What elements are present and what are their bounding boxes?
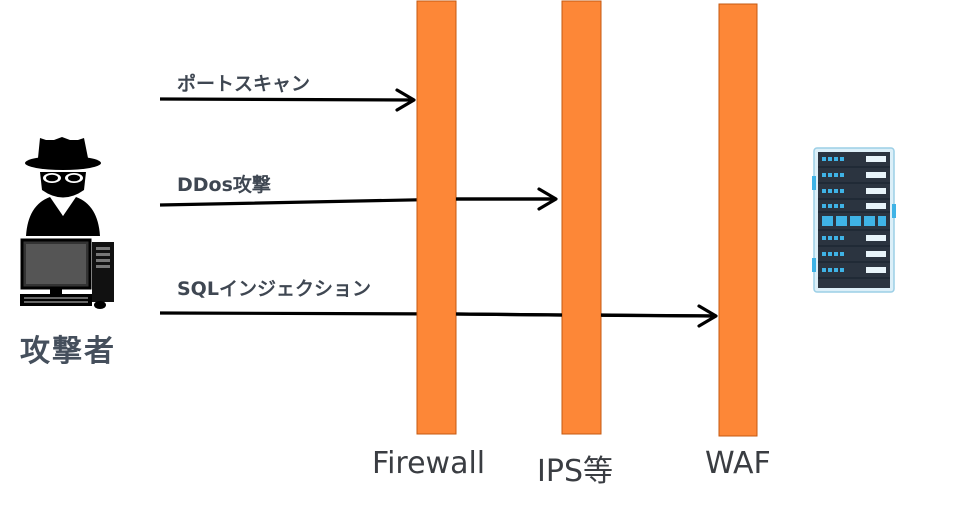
ips-label: IPS等 <box>537 454 613 489</box>
waf-wall <box>718 3 758 437</box>
attack-arrow-port-scan <box>159 97 415 102</box>
attack-label-sql-injection: SQLインジェクション <box>177 278 371 300</box>
attack-arrow-port-scan-head <box>395 88 416 112</box>
attacker-label: 攻撃者 <box>20 334 116 369</box>
attack-label-port-scan: ポートスキャン <box>177 73 311 95</box>
waf-label: WAF <box>705 446 771 481</box>
attack-label-ddos: DDos攻撃 <box>177 174 271 196</box>
hacker-at-computer-icon <box>20 137 114 309</box>
firewall-label: Firewall <box>372 446 486 481</box>
firewall-wall <box>416 0 457 435</box>
server-rack-icon <box>812 147 896 293</box>
ips-wall <box>561 0 602 435</box>
